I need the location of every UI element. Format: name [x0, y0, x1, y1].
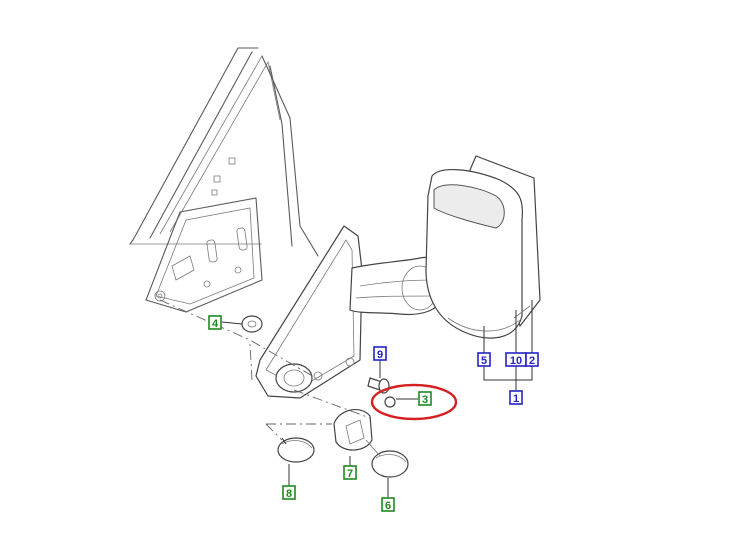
mirror-arm — [349, 256, 448, 316]
callout-10: 10 — [505, 352, 527, 367]
callout-9: 9 — [373, 346, 387, 361]
leader-lines — [221, 300, 533, 498]
callout-5: 5 — [477, 352, 491, 367]
callout-8: 8 — [282, 485, 296, 500]
highlight-ring — [370, 383, 458, 421]
svg-text:4: 4 — [212, 318, 219, 330]
callout-2: 2 — [525, 352, 539, 367]
svg-text:8: 8 — [286, 488, 292, 500]
door-frame — [129, 47, 319, 313]
callout-7: 7 — [343, 465, 357, 480]
callout-1: 1 — [509, 390, 523, 405]
part-8-lamp — [277, 437, 315, 463]
mirror-housing — [425, 155, 541, 339]
part-9-bolt — [367, 377, 390, 394]
svg-text:5: 5 — [481, 355, 487, 367]
part-4-washer — [241, 315, 263, 333]
callout-4: 4 — [208, 315, 222, 330]
callout-3: 3 — [418, 391, 432, 406]
svg-text:6: 6 — [385, 500, 391, 512]
svg-text:7: 7 — [347, 468, 353, 480]
callout-6: 6 — [381, 497, 395, 512]
svg-text:1: 1 — [513, 393, 519, 405]
part-6-lamp — [365, 439, 409, 478]
svg-text:10: 10 — [510, 355, 522, 367]
svg-text:2: 2 — [529, 355, 535, 367]
svg-text:9: 9 — [377, 349, 383, 361]
assembly-lines — [159, 299, 371, 441]
mirror-base-bracket — [255, 225, 363, 399]
part-7-connector — [333, 408, 373, 451]
part-3-cap — [384, 396, 396, 408]
svg-text:3: 3 — [422, 394, 428, 406]
